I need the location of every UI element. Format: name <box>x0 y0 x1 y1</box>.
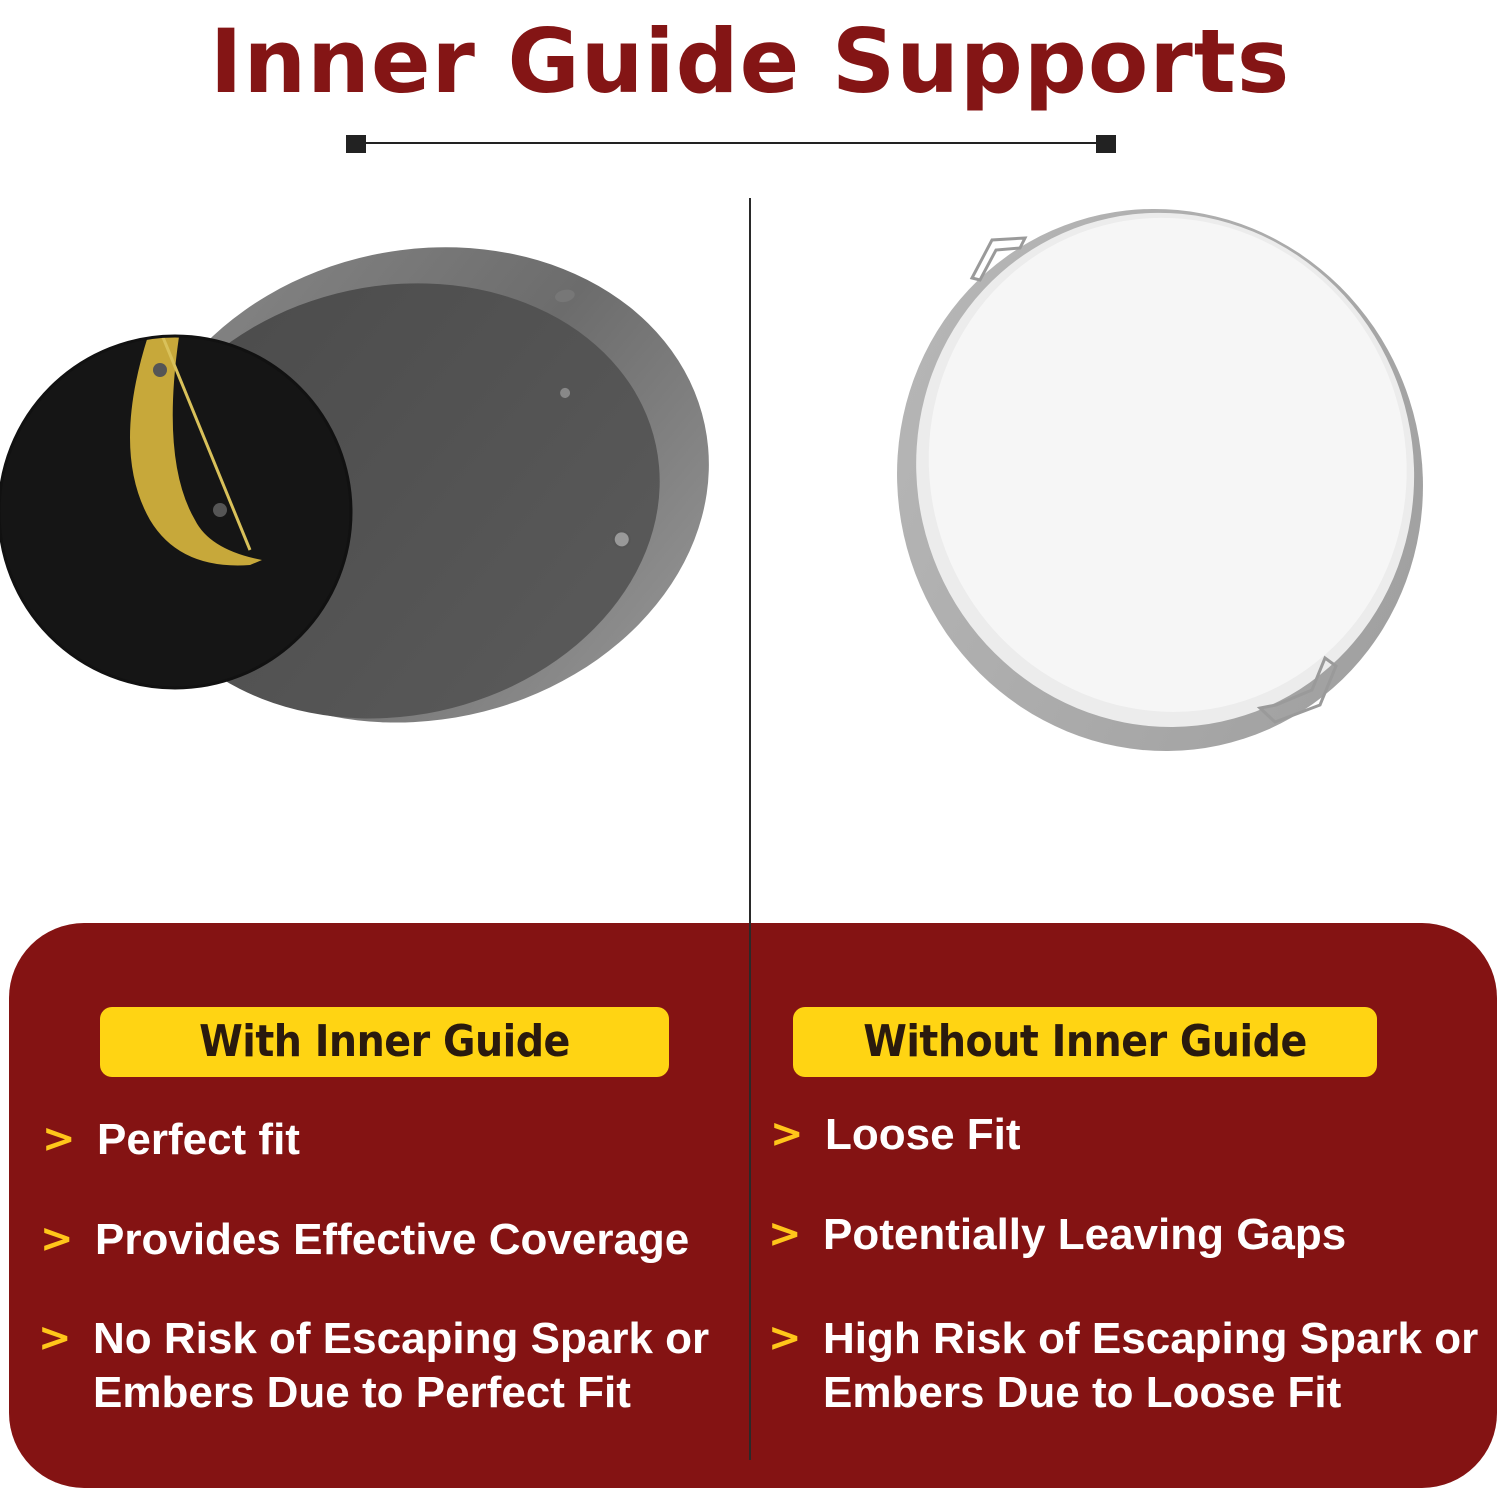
cover-without-inner-guide-image <box>897 208 1423 752</box>
left-bullet-2-text: Provides Effective Coverage <box>95 1215 690 1264</box>
right-bullet-3: > High Risk of Escaping Spark or Embers … <box>768 1312 1478 1432</box>
right-bullet-1: > Loose Fit <box>770 1108 1470 1168</box>
title-divider <box>346 133 1116 153</box>
chevron-right-icon: > <box>770 1111 804 1157</box>
chevron-right-icon: > <box>768 1211 802 1257</box>
right-bullet-1-text: Loose Fit <box>825 1110 1021 1159</box>
with-inner-guide-badge: With Inner Guide <box>100 1007 669 1077</box>
chevron-right-icon: > <box>40 1216 74 1262</box>
without-inner-guide-badge: Without Inner Guide <box>793 1007 1377 1077</box>
rule-cap-right <box>1096 135 1116 153</box>
left-bullet-1-text: Perfect fit <box>97 1115 300 1164</box>
center-divider <box>749 198 751 1460</box>
rule-line <box>362 142 1100 144</box>
right-bullet-2: > Potentially Leaving Gaps <box>768 1208 1468 1268</box>
right-bullet-3-text: High Risk of Escaping Spark or Embers Du… <box>823 1314 1479 1417</box>
left-bullet-3-text: No Risk of Escaping Spark or Embers Due … <box>93 1314 710 1417</box>
chevron-right-icon: > <box>42 1116 76 1162</box>
left-bullet-3: > No Risk of Escaping Spark or Embers Du… <box>38 1312 743 1432</box>
chevron-right-icon: > <box>768 1315 802 1361</box>
left-bullet-2: > Provides Effective Coverage <box>40 1213 740 1273</box>
chevron-right-icon: > <box>38 1315 72 1361</box>
right-bullet-2-text: Potentially Leaving Gaps <box>823 1210 1347 1259</box>
page-title: Inner Guide Supports <box>209 10 1291 113</box>
left-bullet-1: > Perfect fit <box>42 1113 742 1173</box>
rule-cap-left <box>346 135 366 153</box>
cover-with-inner-guide-image <box>0 247 709 723</box>
